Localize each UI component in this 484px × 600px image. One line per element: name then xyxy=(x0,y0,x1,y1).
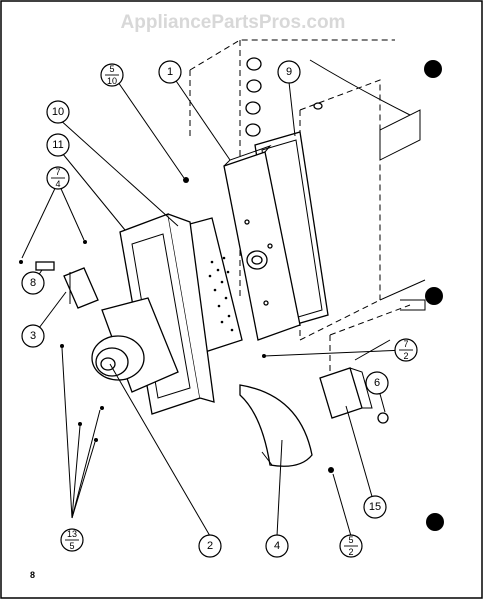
svg-text:10: 10 xyxy=(107,76,117,86)
callout-5-10: 5 10 xyxy=(100,63,124,87)
callout-9: 9 xyxy=(277,60,301,84)
duct-part-4 xyxy=(239,384,313,467)
callout-1: 1 xyxy=(158,60,182,84)
transformer-part-3 xyxy=(35,261,99,309)
svg-text:3: 3 xyxy=(30,330,36,342)
callout-4: 4 xyxy=(265,534,289,558)
svg-text:4: 4 xyxy=(55,179,60,189)
registration-dot-top xyxy=(424,60,442,78)
svg-text:7: 7 xyxy=(55,167,60,177)
housing-part-11 xyxy=(119,213,215,415)
callout-2: 2 xyxy=(198,534,222,558)
svg-text:2: 2 xyxy=(348,547,353,557)
svg-text:1: 1 xyxy=(167,66,173,78)
blower-motor-part-2 xyxy=(91,297,179,393)
bracket-part-8 xyxy=(35,261,55,271)
svg-text:4: 4 xyxy=(274,540,280,552)
panel-part-1 xyxy=(223,144,301,341)
callout-6: 6 xyxy=(365,371,389,395)
callout-8: 8 xyxy=(21,271,45,295)
svg-text:9: 9 xyxy=(286,66,292,78)
leader-lines xyxy=(21,71,407,537)
control-box-part-15 xyxy=(319,339,391,424)
svg-text:15: 15 xyxy=(369,501,381,513)
svg-text:10: 10 xyxy=(52,106,64,118)
callout-13-5: 13 5 xyxy=(60,528,84,552)
screws xyxy=(19,177,334,473)
svg-text:6: 6 xyxy=(374,377,380,389)
callout-7-4: 7 4 xyxy=(46,166,70,190)
svg-text:5: 5 xyxy=(69,541,74,551)
svg-text:7: 7 xyxy=(403,339,408,349)
watermark-text: AppliancePartsPros.com xyxy=(121,12,346,33)
page-number: 8 xyxy=(30,570,35,580)
callout-15: 15 xyxy=(363,495,387,519)
callout-10: 10 xyxy=(46,100,70,124)
registration-dot-middle xyxy=(425,287,443,305)
registration-dot-bottom xyxy=(426,513,444,531)
callout-3: 3 xyxy=(21,324,45,348)
callout-5-2: 5 2 xyxy=(339,534,363,558)
svg-text:13: 13 xyxy=(67,529,77,539)
callout-11: 11 xyxy=(46,133,70,157)
callout-7-2: 7 2 xyxy=(394,338,418,362)
svg-text:5: 5 xyxy=(348,535,353,545)
frame-holes xyxy=(245,57,323,137)
svg-text:2: 2 xyxy=(403,351,408,361)
svg-text:5: 5 xyxy=(109,64,114,74)
svg-text:2: 2 xyxy=(207,540,213,552)
svg-text:11: 11 xyxy=(52,139,63,151)
svg-text:8: 8 xyxy=(30,277,36,289)
